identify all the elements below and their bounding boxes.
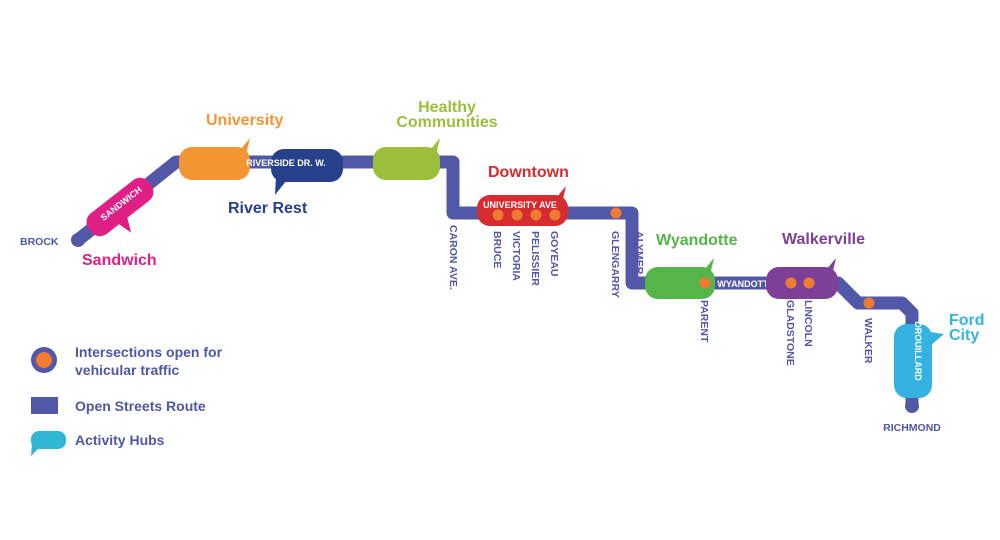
hub-title-university: University (206, 112, 283, 129)
street-label-bruce: BRUCE (491, 231, 503, 268)
intersection-dot-pelissier (530, 209, 542, 221)
legend-intersections-line1: Intersections open for (75, 344, 223, 360)
street-label-riverside: RIVERSIDE DR. W. (246, 158, 326, 168)
hub-title-downtown: Downtown (488, 164, 569, 181)
hub-bubble-healthy-communities (373, 138, 440, 180)
street-label-gladstone: GLADSTONE (784, 300, 796, 366)
street-label-parent: PARENT (698, 300, 710, 343)
hub-bubble-river-rest (271, 149, 343, 195)
legend-route-label: Open Streets Route (75, 398, 206, 414)
street-label-university-ave: UNIVERSITY AVE (483, 200, 557, 210)
intersection-dot-bruce (492, 209, 504, 221)
intersection-dot-parent (699, 277, 711, 289)
hub-bubble-walkerville (766, 258, 838, 299)
route-end-richmond (905, 399, 919, 413)
street-label-lincoln: LINCOLN (802, 300, 814, 347)
hub-bubble-ford-city (894, 324, 944, 398)
street-label-caron: CARON AVE. (447, 225, 459, 290)
street-label-pelissier: PELISSIER (529, 231, 541, 286)
intersection-dot-walker (863, 297, 875, 309)
street-label-richmond: RICHMOND (883, 422, 941, 434)
legend-hubs-label: Activity Hubs (75, 432, 165, 448)
street-label-wyandotte: WYANDOTTE (717, 279, 774, 289)
hub-title-healthy-line1: Healthy (418, 99, 476, 116)
legend-route-swatch (31, 397, 58, 414)
hub-bubble-sandwich (86, 177, 154, 237)
intersection-dot-glengarry (610, 207, 622, 219)
legend-intersection-icon (31, 347, 57, 373)
hub-bubble-university (179, 138, 250, 180)
street-label-drouillard: DROUILLARD (913, 321, 923, 381)
street-label-alymer: ALYMER (633, 231, 645, 275)
open-streets-route-line (73, 155, 919, 406)
intersection-dot-goyeau (549, 209, 561, 221)
hub-title-ford-city-line2: City (949, 327, 979, 344)
street-label-walker: WALKER (862, 318, 874, 364)
legend-intersections-line2: vehicular traffic (75, 362, 179, 378)
intersection-dot-victoria (511, 209, 523, 221)
street-label-brock: BROCK (20, 236, 59, 248)
legend-activity-hub-icon (31, 431, 66, 456)
hub-bubble-wyandotte (645, 258, 715, 299)
intersection-dots (492, 207, 875, 309)
hub-title-healthy-line2: Communities (396, 114, 497, 131)
hub-title-wyandotte: Wyandotte (656, 232, 738, 249)
route-end-brock (71, 233, 85, 247)
intersection-dot-lincoln (803, 277, 815, 289)
legend: Intersections open for vehicular traffic… (31, 344, 223, 456)
street-label-glengarry: GLENGARRY (609, 231, 621, 298)
hub-title-walkerville: Walkerville (782, 231, 865, 248)
street-label-goyeau: GOYEAU (548, 231, 560, 277)
street-label-victoria: VICTORIA (510, 231, 522, 281)
hub-title-sandwich: Sandwich (82, 252, 157, 269)
intersection-dot-gladstone (785, 277, 797, 289)
hub-title-river-rest: River Rest (228, 200, 308, 217)
hub-title-ford-city-line1: Ford (949, 312, 985, 329)
